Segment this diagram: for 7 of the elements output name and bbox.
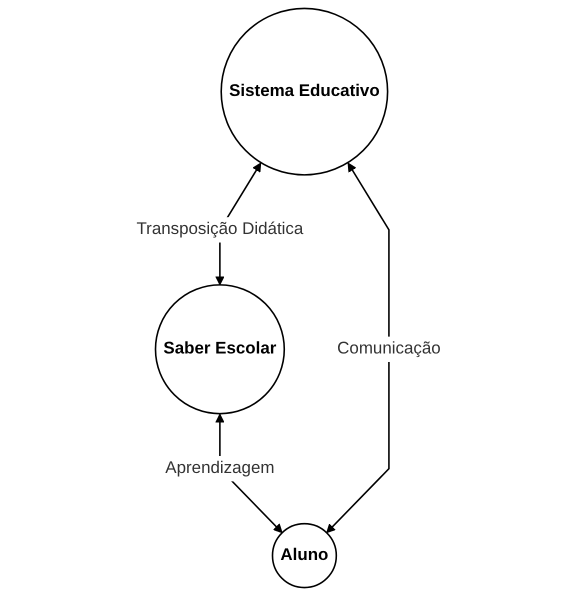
node-circle: Aluno — [272, 522, 338, 588]
edge-label: Aprendizagem — [165, 459, 274, 478]
edge-label: Transposição Didática — [136, 220, 304, 238]
arrow — [326, 162, 390, 534]
edge-label: Comunicação — [337, 340, 441, 358]
node-circle: Saber Escolar — [154, 284, 285, 414]
node-circle: Sistema Educativo — [220, 8, 388, 176]
